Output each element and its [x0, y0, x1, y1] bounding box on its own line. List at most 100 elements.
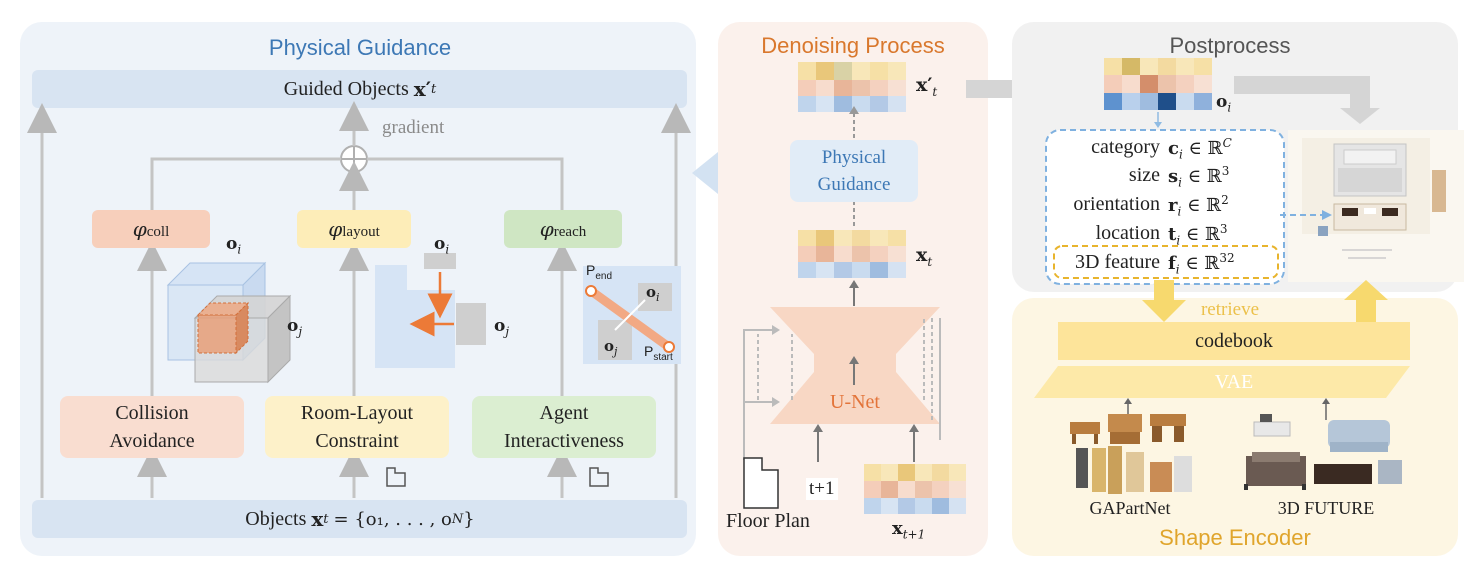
xt-prime-label: x′t [916, 74, 937, 99]
phi-coll-symbol: φ [132, 217, 147, 241]
layout-oj-symbol: o [494, 316, 506, 336]
layout-line2: Constraint [315, 430, 399, 452]
agent-interactiveness-box: Agent Interactiveness [472, 396, 656, 458]
collision-line2: Avoidance [109, 430, 195, 452]
denoise-physical-guidance-box: Physical Guidance [790, 140, 918, 202]
attr-symbol: r [1168, 195, 1178, 216]
oi-symbol: o [1216, 92, 1228, 112]
gradient-label: gradient [382, 117, 445, 138]
attr-formula: fi ∈ ℝ32 [1168, 251, 1235, 277]
t-plus-1-label: t+1 [806, 478, 838, 500]
reach-oi-symbol: o [646, 283, 657, 301]
layout-oj-sub: j [505, 324, 510, 339]
attr-in: ∈ ℝ [1188, 138, 1223, 159]
codebook-label: codebook [1195, 329, 1273, 352]
agent-line2: Interactiveness [504, 430, 624, 452]
layout-oi-symbol: o [434, 234, 446, 254]
attribute-row-category: category ci ∈ ℝC [1050, 134, 1280, 162]
denoising-title: Denoising Process [761, 33, 945, 58]
denoising-matrices [743, 62, 966, 514]
collision-line1: Collision [115, 402, 189, 424]
unet-shape [770, 307, 940, 354]
guided-objects-symbol: x′ [413, 77, 431, 101]
floor-plan-glyph [743, 457, 779, 509]
coll-oj-label: oj [287, 316, 302, 338]
attr-sub: i [1175, 262, 1180, 277]
attr-space: 3 [1219, 222, 1228, 236]
attr-sub: i [1176, 233, 1181, 248]
reach-oj-sub: j [614, 345, 618, 358]
layout-oj-label: oj [494, 316, 509, 338]
collision-cubes-illustration [166, 261, 292, 384]
floor-plan-icon-agent [589, 467, 609, 487]
reach-pstart-label: Pstart [644, 343, 673, 363]
attr-label: size [1128, 164, 1160, 186]
xt-prime-symbol: x′ [916, 74, 933, 96]
oi-sub: i [1227, 100, 1232, 115]
phi-coll-sub: coll [146, 223, 170, 240]
attr-space: 32 [1219, 251, 1235, 265]
reach-oi-sub: i [656, 291, 660, 304]
reach-pstart-sub: start [653, 351, 673, 363]
coll-oj-symbol: o [287, 316, 299, 336]
objects-text: Objects [245, 507, 307, 530]
shape-encoder-title: Shape Encoder [1159, 525, 1311, 550]
attr-sub: i [1178, 147, 1183, 162]
reach-oj-symbol: o [604, 337, 615, 355]
coll-oi-sub: i [237, 242, 242, 257]
xt-matrix [798, 230, 906, 278]
postprocess-title: Postprocess [1169, 33, 1291, 58]
xt1-label: xt+1 [892, 518, 925, 542]
attr-label: location [1095, 222, 1160, 244]
physical-guidance-arrows [27, 101, 691, 498]
layout-oi-sub: i [445, 242, 450, 257]
reach-pend-symbol: P [586, 262, 596, 278]
collision-avoidance-box: Collision Avoidance [60, 396, 244, 458]
attribute-row-3d-feature: 3D feature fi ∈ ℝ32 [1050, 249, 1280, 277]
xt-symbol: x [916, 244, 928, 266]
unet-label: U-Net [830, 390, 880, 413]
attr-sub: i [1177, 204, 1182, 219]
oi-label: oi [1216, 92, 1231, 114]
attr-formula: ci ∈ ℝC [1168, 136, 1232, 162]
attribute-row-location: location ti ∈ ℝ3 [1050, 220, 1280, 248]
coll-oi-symbol: o [226, 234, 238, 254]
objects-set-end: } [463, 508, 475, 530]
physical-guidance-title: Physical Guidance [268, 35, 452, 60]
attr-in: ∈ ℝ [1187, 195, 1222, 216]
xt-prime-matrix [798, 62, 906, 112]
reach-pend-sub: end [595, 270, 613, 282]
future3d-label: 3D FUTURE [1277, 497, 1375, 518]
guided-objects-sub: t [430, 81, 437, 97]
objects-set-n: N [451, 511, 464, 527]
attr-in: ∈ ℝ [1187, 166, 1222, 187]
objects-set: = {o₁, . . . , o [333, 508, 452, 530]
xt-label: xt [916, 244, 932, 269]
phi-reach-sub: reach [553, 223, 587, 240]
attr-space: 3 [1221, 164, 1230, 178]
xt-sub: t [927, 254, 933, 269]
floor-plan-icon-layout [386, 467, 406, 487]
attr-formula: ri ∈ ℝ2 [1168, 193, 1229, 219]
dpg-line1: Physical [821, 147, 887, 168]
layout-illustration [375, 253, 486, 368]
attr-formula: ti ∈ ℝ3 [1168, 222, 1228, 248]
objects-bar [32, 500, 687, 538]
coll-oj-sub: j [298, 324, 303, 339]
xt1-matrix [864, 464, 966, 514]
guided-objects-label: Guided Objects x′t [200, 70, 520, 108]
attr-symbol: t [1168, 224, 1177, 245]
attr-in: ∈ ℝ [1185, 224, 1220, 245]
phi-reach-symbol: φ [539, 217, 554, 241]
reach-oi-label: oi [646, 283, 660, 304]
attr-label: 3D feature [1075, 251, 1160, 273]
layout-line1: Room-Layout [300, 402, 414, 424]
attr-formula: si ∈ ℝ3 [1168, 164, 1229, 190]
attr-label: orientation [1073, 193, 1160, 215]
coll-oi-label: oi [226, 234, 241, 256]
guided-objects-text: Guided Objects [283, 77, 409, 100]
xt1-sub: t+1 [902, 527, 926, 542]
attr-symbol: c [1168, 138, 1179, 159]
